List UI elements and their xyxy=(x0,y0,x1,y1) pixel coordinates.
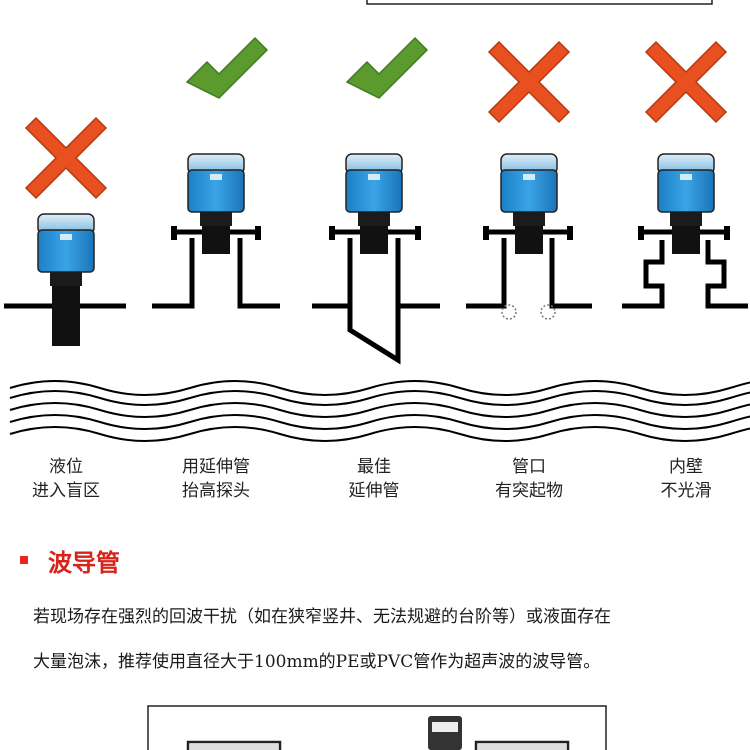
caption-line: 用延伸管 xyxy=(182,457,250,477)
caption-line: 抬高探头 xyxy=(182,481,250,501)
ultrasonic-level-sensor-icon-3 xyxy=(345,153,403,255)
cross-mark-icon-4 xyxy=(488,41,570,123)
caption-line: 进入盲区 xyxy=(32,481,100,501)
section-heading: 波导管 xyxy=(20,543,120,577)
ultrasonic-level-sensor-icon-4 xyxy=(500,153,558,255)
caption-2: 用延伸管 抬高探头 xyxy=(151,455,281,503)
ultrasonic-level-sensor-icon-1 xyxy=(37,213,95,315)
caption-line: 最佳 xyxy=(357,457,391,477)
caption-line: 管口 xyxy=(512,457,546,477)
caption-line: 不光滑 xyxy=(660,481,712,501)
caption-4: 管口 有突起物 xyxy=(464,455,594,503)
caption-3: 最佳 延伸管 xyxy=(309,455,439,503)
caption-line: 液位 xyxy=(49,457,83,477)
caption-5: 内壁 不光滑 xyxy=(621,455,750,503)
check-mark-icon-3 xyxy=(346,37,428,99)
cross-mark-icon-5 xyxy=(645,41,727,123)
caption-line: 有突起物 xyxy=(495,481,563,501)
ultrasonic-level-sensor-icon-2 xyxy=(187,153,245,255)
paragraph-line-1: 若现场存在强烈的回波干扰（如在狭窄竖井、无法规避的台阶等）或液面存在 xyxy=(33,607,611,627)
liquid-waves xyxy=(9,380,750,442)
cross-mark-icon-1 xyxy=(25,117,107,199)
square-bullet-icon xyxy=(20,556,28,564)
check-mark-icon-2 xyxy=(186,37,268,99)
caption-line: 延伸管 xyxy=(348,481,400,501)
paragraph-line-2: 大量泡沫，推荐使用直径大于100mm的PE或PVC管作为超声波的波导管。 xyxy=(33,652,601,672)
caption-1: 液位 进入盲区 xyxy=(1,455,131,503)
section-title: 波导管 xyxy=(48,548,120,577)
bottom-diagram-fragment xyxy=(147,705,607,750)
caption-line: 内壁 xyxy=(669,457,703,477)
top-box-fragment xyxy=(366,0,713,5)
ultrasonic-level-sensor-icon-5 xyxy=(657,153,715,255)
